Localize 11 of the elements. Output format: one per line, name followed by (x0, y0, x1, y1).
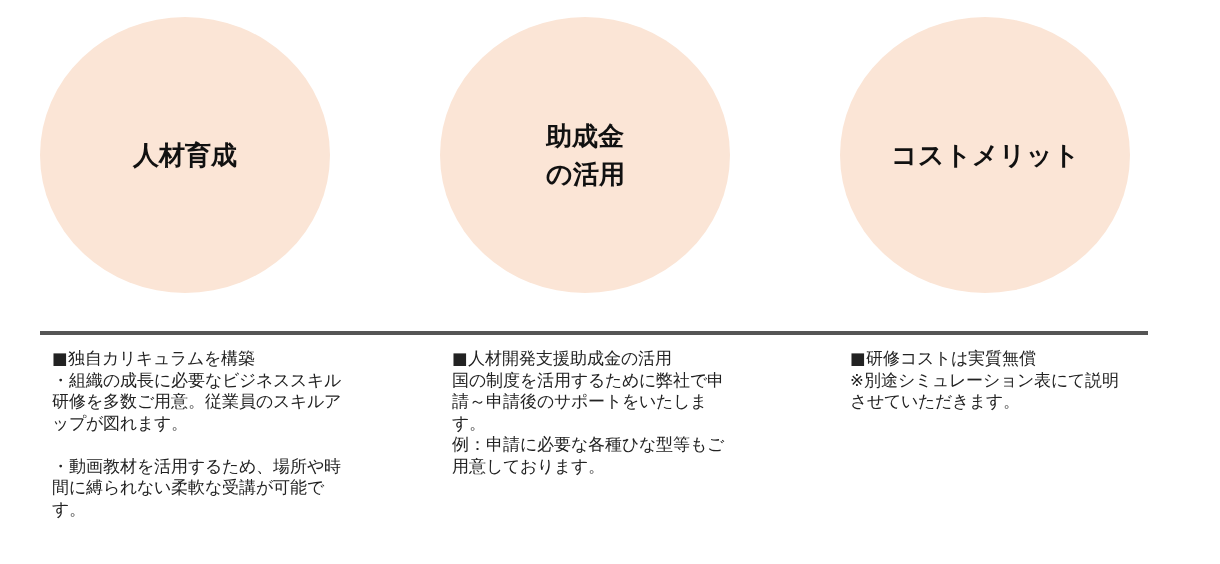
circle-title: 助成金の活用 (544, 120, 626, 191)
heading-text: ■独自カリキュラムを構築 (52, 348, 256, 370)
description-text: 例：申請に必要な各種ひな型等もご用意しております。 (452, 434, 725, 477)
circle-title: 人材育成 (133, 139, 237, 172)
heading-text: ■人材開発支援助成金の活用 (452, 348, 673, 370)
description-text: ・組織の成長に必要なビジネススキル研修を多数ご用意。従業員のスキルアップが図れます。 (52, 369, 342, 434)
description-text: ・動画教材を活用するため、場所や時間に縛られない柔軟な受講が可能です。 (52, 455, 342, 520)
description-text: ※別途シミュレーション表にて説明させていただきます。 (850, 369, 1120, 413)
heading-text: ■研修コストは実質無償 (850, 348, 1037, 370)
description-text: 国の制度を活用するために弊社で申請～申請後のサポートをいたします。 (452, 369, 725, 434)
circle-title: コストメリット (890, 139, 1080, 172)
